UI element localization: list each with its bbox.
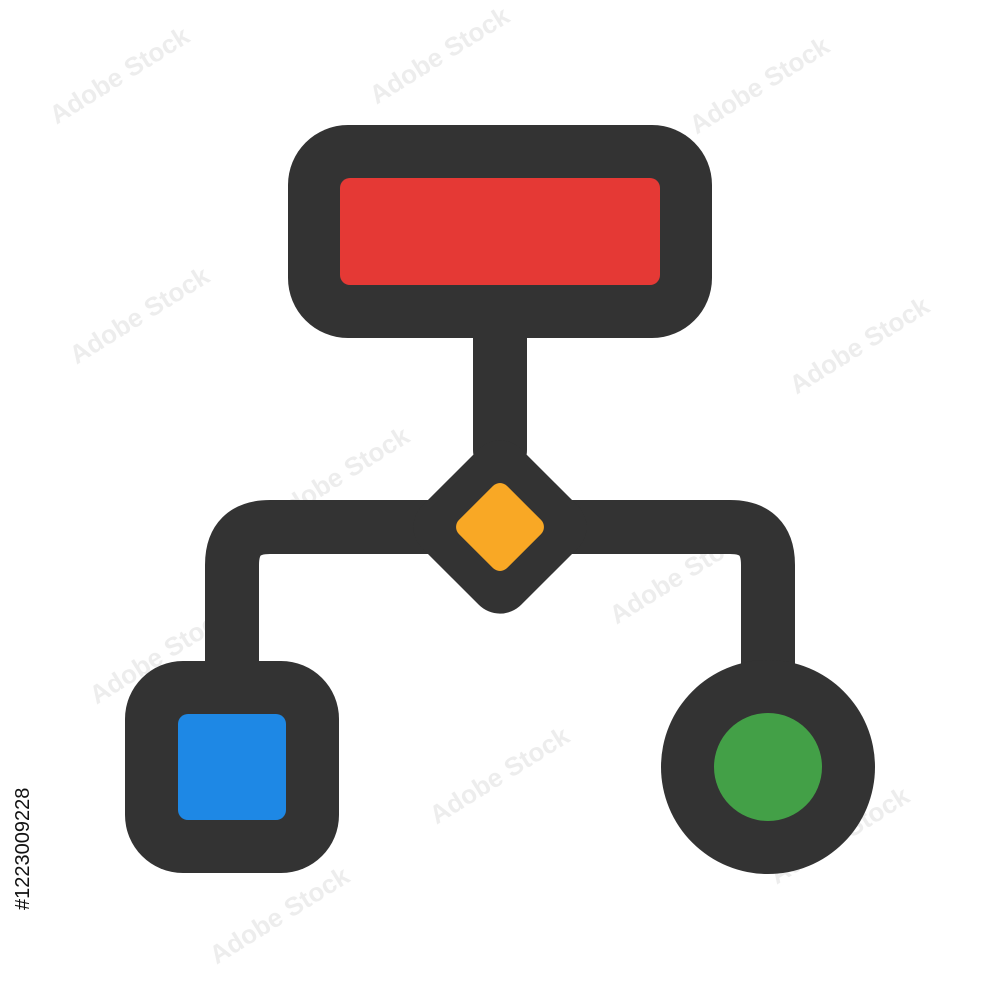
stock-id-label: #1223009228 bbox=[12, 787, 34, 910]
right-output-fill bbox=[714, 713, 822, 821]
left-output-node bbox=[125, 661, 339, 873]
connector-lines bbox=[205, 293, 795, 717]
connector-right bbox=[533, 500, 795, 717]
decision-node bbox=[413, 440, 587, 614]
connector-left bbox=[205, 500, 467, 717]
decision-node-fill bbox=[456, 483, 544, 571]
left-output-fill bbox=[178, 714, 286, 820]
process-node-fill bbox=[340, 178, 660, 285]
right-output-node bbox=[661, 660, 875, 874]
process-node bbox=[288, 125, 712, 338]
